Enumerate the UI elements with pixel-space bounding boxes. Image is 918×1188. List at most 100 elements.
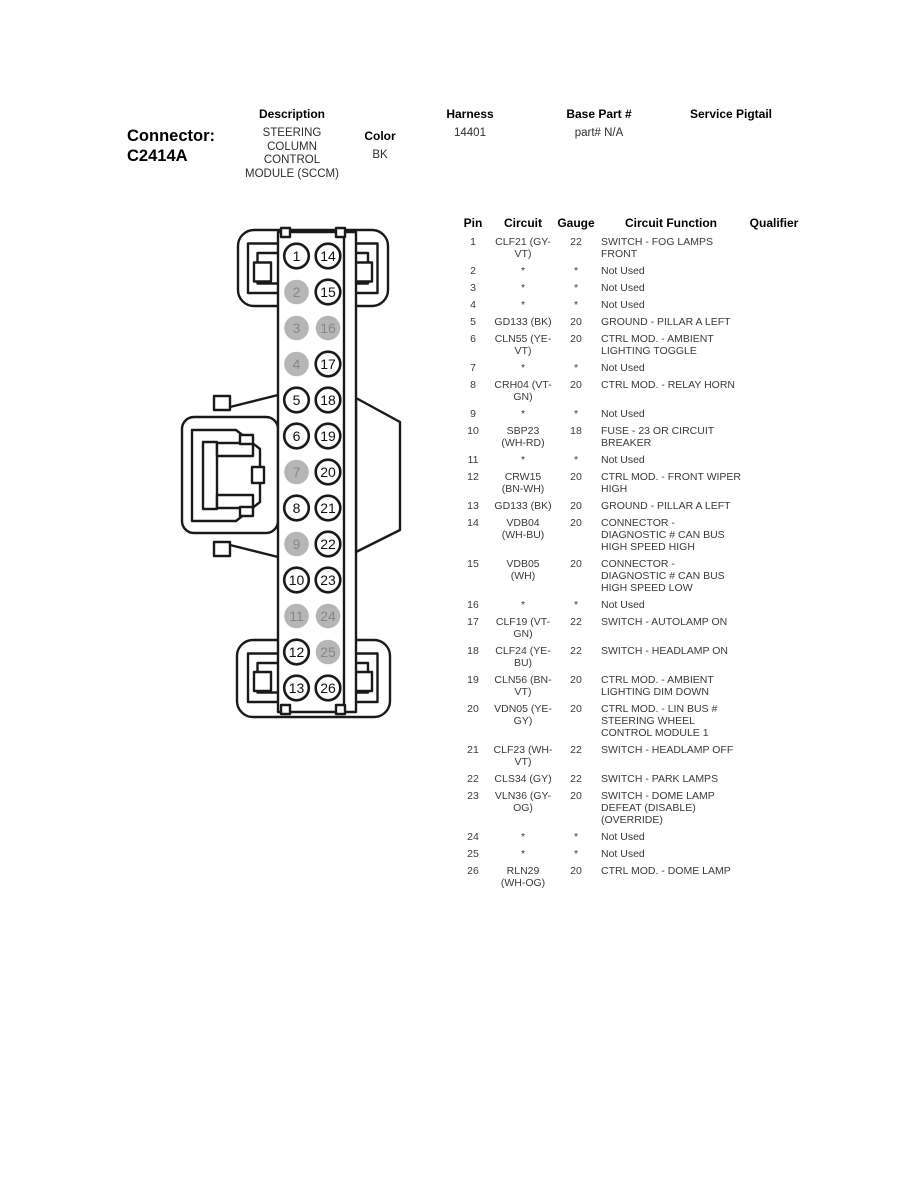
qualifier-cell	[744, 298, 804, 315]
qualifier-cell	[744, 264, 804, 281]
circuit-cell: CRH04 (VT-GN)	[494, 379, 552, 403]
qualifier-cell	[744, 644, 804, 673]
pin-4: 4	[284, 351, 309, 377]
gauge-cell: *	[573, 299, 579, 311]
function-cell: CTRL MOD. - AMBIENT LIGHTING TOGGLE	[601, 333, 714, 357]
connector-title: Connector: C2414A	[127, 126, 215, 166]
pin-cell: 2	[470, 265, 476, 277]
pin-25: 25	[315, 639, 341, 665]
pin-16: 16	[315, 315, 341, 341]
pin-cell: 11	[467, 454, 479, 466]
table-header-row: Pin Circuit Gauge Circuit Function Quali…	[454, 217, 804, 235]
connector-diagram: 1234567891011121314151617181920212223242…	[180, 226, 402, 719]
pin-9: 9	[284, 531, 309, 557]
qualifier-cell	[744, 598, 804, 615]
svg-text:11: 11	[289, 608, 304, 624]
function-cell: Not Used	[601, 282, 645, 294]
circuit-cell: VLN36 (GY-OG)	[494, 790, 552, 814]
function-cell: Not Used	[601, 362, 645, 374]
pinout-table: Pin Circuit Gauge Circuit Function Quali…	[454, 217, 804, 893]
qualifier-cell	[744, 453, 804, 470]
svg-text:14: 14	[320, 248, 336, 264]
pin-cell: 1	[470, 236, 476, 248]
function-cell: Not Used	[601, 299, 645, 311]
header-circuit-function: Circuit Function	[625, 216, 717, 230]
svg-text:24: 24	[320, 608, 336, 624]
base-part-value: part# N/A	[574, 127, 624, 139]
pin-cell: 4	[470, 299, 476, 311]
base-part-block: Base Part # part# N/A	[553, 107, 645, 141]
qualifier-cell	[744, 830, 804, 847]
pin-cell: 10	[467, 425, 479, 437]
gauge-cell: 22	[570, 616, 582, 628]
svg-text:18: 18	[320, 392, 336, 408]
pin-cell: 6	[470, 333, 476, 345]
qualifier-cell	[744, 673, 804, 702]
pin-cell: 26	[467, 865, 479, 877]
function-cell: CTRL MOD. - LIN BUS # STEERING WHEEL CON…	[601, 703, 718, 739]
circuit-cell: CLF21 (GY-VT)	[495, 236, 551, 260]
circuit-cell: RLN29 (WH-OG)	[500, 865, 546, 889]
circuit-cell: CLF24 (YE-BU)	[495, 645, 551, 669]
function-cell: Not Used	[601, 408, 645, 420]
svg-text:4: 4	[293, 356, 301, 372]
table-row: 11**Not Used	[454, 453, 804, 470]
circuit-cell: *	[520, 299, 526, 311]
svg-text:22: 22	[320, 536, 336, 552]
qualifier-cell	[744, 332, 804, 361]
qualifier-cell	[744, 789, 804, 830]
gauge-cell: *	[573, 265, 579, 277]
table-row: 3**Not Used	[454, 281, 804, 298]
gauge-cell: *	[573, 848, 579, 860]
function-cell: SWITCH - HEADLAMP ON	[601, 645, 728, 657]
circuit-cell: *	[520, 265, 526, 277]
connector-pins: 1234567891011121314151617181920212223242…	[282, 242, 342, 702]
table-row: 2**Not Used	[454, 264, 804, 281]
pin-10: 10	[282, 566, 311, 594]
function-cell: Not Used	[601, 848, 645, 860]
pin-cell: 25	[467, 848, 479, 860]
qualifier-cell	[744, 772, 804, 789]
qualifier-cell	[744, 743, 804, 772]
qualifier-cell	[744, 407, 804, 424]
connector-id: C2414A	[127, 147, 188, 165]
pin-6: 6	[282, 422, 311, 450]
gauge-cell: 22	[570, 773, 582, 785]
pin-12: 12	[282, 638, 311, 666]
gauge-cell: *	[573, 831, 579, 843]
svg-text:20: 20	[320, 464, 336, 480]
circuit-cell: VDN05 (YE-GY)	[494, 703, 552, 727]
header-qualifier: Qualifier	[749, 216, 799, 230]
pin-cell: 17	[467, 616, 479, 628]
connector-label: Connector:	[127, 127, 215, 145]
gauge-cell: 20	[570, 379, 582, 391]
gauge-cell: 20	[570, 674, 582, 686]
gauge-cell: 20	[570, 558, 582, 570]
circuit-cell: GD133 (BK)	[494, 316, 552, 328]
pin-5: 5	[282, 386, 311, 414]
table-row: 4 * * Not Used	[454, 298, 804, 315]
circuit-cell: GD133 (BK)	[494, 500, 552, 512]
color-label: Color	[364, 129, 396, 143]
pin-cell: 14	[467, 517, 479, 529]
pin-15: 15	[314, 278, 342, 306]
pin-cell: 19	[467, 674, 479, 686]
svg-text:9: 9	[293, 536, 301, 552]
pin-cell: 20	[467, 703, 479, 715]
pin-cell: 16	[467, 599, 479, 611]
qualifier-cell	[744, 615, 804, 644]
pin-cell: 22	[467, 773, 479, 785]
table-row: 16**Not Used	[454, 598, 804, 615]
qualifier-cell	[744, 702, 804, 743]
gauge-cell: 20	[570, 316, 582, 328]
pin-1: 1	[282, 242, 311, 270]
circuit-cell: CLN56 (BN-VT)	[494, 674, 552, 698]
pin-cell: 13	[467, 500, 479, 512]
function-cell: Not Used	[601, 454, 645, 466]
